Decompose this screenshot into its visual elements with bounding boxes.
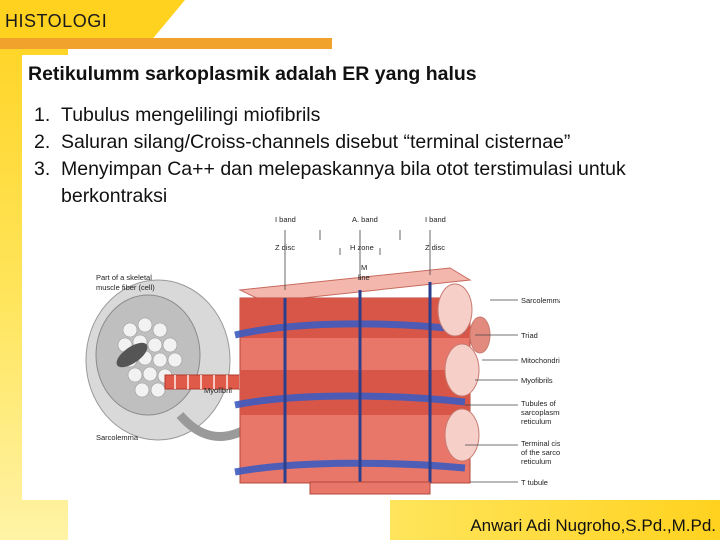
header-yellow-block (0, 0, 185, 40)
band-guide-lines (284, 230, 431, 290)
list-text: Tubulus mengelilingi miofibrils (61, 104, 321, 126)
label-sarcolemma: Sarcolemma (521, 296, 560, 305)
label-terminal-cisterna: Terminal cisterna (521, 439, 560, 448)
bullet-list: 1. Tubulus mengelilingi miofibrils 2. Sa… (34, 102, 701, 210)
header-orange-bar (0, 38, 332, 49)
label-i-band: I band (425, 215, 446, 224)
label-z-disc: Z disc (425, 243, 445, 252)
label-tubules: sarcoplasmic (521, 408, 560, 417)
label-m: M (361, 263, 367, 272)
label-terminal-cisterna: reticulum (521, 457, 551, 466)
label-leader-lines (465, 299, 518, 483)
label-myofibrils: Myofibrils (521, 376, 553, 385)
diagram-labels: I band A. band I band Z disc H zone Z di… (96, 215, 560, 487)
list-number: 2. (34, 131, 51, 153)
label-part-of: muscle fiber (cell) (96, 283, 155, 292)
footer-yellow-bar (390, 500, 720, 540)
label-line: line (358, 273, 370, 282)
list-item: 3. Menyimpan Ca++ dan melepaskannya bila… (34, 156, 701, 210)
label-myofibril: Myofibril (204, 386, 232, 395)
label-i-band: I band (275, 215, 296, 224)
list-number: 3. (34, 158, 51, 180)
label-tubules: Tubules of (521, 399, 557, 408)
list-number: 1. (34, 104, 51, 126)
label-h-zone: H zone (350, 243, 374, 252)
label-tubules: reticulum (521, 417, 551, 426)
label-part-of: Part of a skeletal (96, 273, 152, 282)
sarcomere-block (234, 267, 491, 495)
list-text: Saluran silang/Croiss-channels disebut “… (61, 131, 571, 153)
label-sarcolemma: Sarcolemma (96, 433, 139, 442)
label-t-tubule: T tubule (521, 478, 548, 487)
label-z-disc: Z disc (275, 243, 295, 252)
label-mitochondrion: Mitochondrion (521, 356, 560, 365)
muscle-fiber-inset (85, 279, 262, 441)
label-triad: Triad (521, 331, 538, 340)
label-terminal-cisterna: of the sarcoplasmic (521, 448, 560, 457)
list-item: 2. Saluran silang/Croiss-channels disebu… (34, 129, 701, 156)
header-title: HISTOLOGI (5, 11, 108, 31)
label-a-band: A. band (352, 215, 378, 224)
list-text: Menyimpan Ca++ dan melepaskannya bila ot… (61, 158, 626, 207)
footer-author: Anwari Adi Nugroho,S.Pd.,M.Pd. (470, 516, 716, 535)
list-item: 1. Tubulus mengelilingi miofibrils (34, 102, 701, 129)
muscle-fiber-illustration: I band A. band I band Z disc H zone Z di… (85, 215, 560, 495)
slide-heading: Retikulumm sarkoplasmik adalah ER yang h… (28, 63, 477, 85)
